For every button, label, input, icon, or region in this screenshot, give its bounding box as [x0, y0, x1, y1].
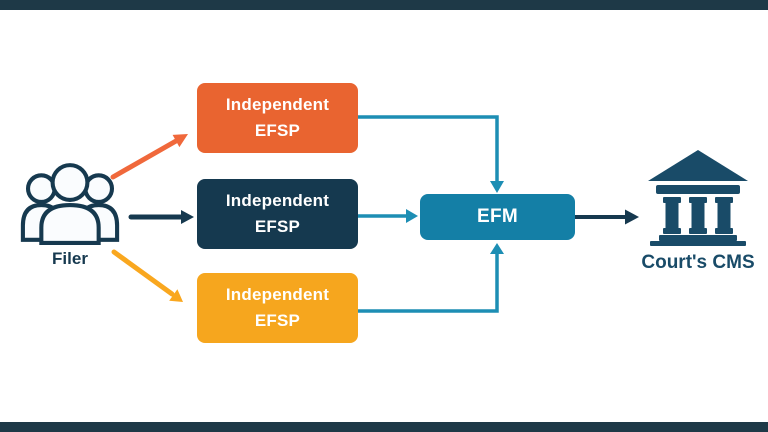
arrow-efsp1-to-efm — [358, 115, 504, 193]
efsp-label-line2: EFSP — [254, 217, 301, 236]
people-group-icon — [20, 163, 120, 245]
arrow-efsp3-to-efm — [358, 243, 504, 313]
top-letterbox-bar — [0, 0, 768, 10]
efsp-label-line2: EFSP — [254, 121, 301, 140]
arrow-efsp2-to-efm — [358, 209, 418, 223]
bottom-letterbox-bar — [0, 422, 768, 432]
cms-node: Court's CMS — [628, 150, 768, 274]
courthouse-icon — [648, 150, 748, 246]
arrow-efm-to-cms — [575, 209, 639, 225]
efsp-label-line1: Independent — [225, 95, 330, 114]
efsp-box-yellow: Independent EFSP — [197, 273, 358, 343]
arrow-filer-to-efsp2 — [128, 210, 194, 224]
efsp-label-line1: Independent — [225, 191, 330, 210]
arrow-filer-to-efsp1 — [110, 134, 188, 180]
efsp-box-navy: Independent EFSP — [197, 179, 358, 249]
efm-label: EFM — [476, 206, 518, 227]
efsp-label-line1: Independent — [225, 285, 330, 304]
arrow-filer-to-efsp3 — [111, 249, 183, 302]
efm-box: EFM — [420, 194, 575, 240]
efsp-box-orange: Independent EFSP — [197, 83, 358, 153]
efsp-label-line2: EFSP — [254, 311, 301, 330]
filer-node: Filer — [14, 160, 126, 269]
cms-label: Court's CMS — [641, 252, 755, 273]
filer-label: Filer — [52, 249, 88, 268]
